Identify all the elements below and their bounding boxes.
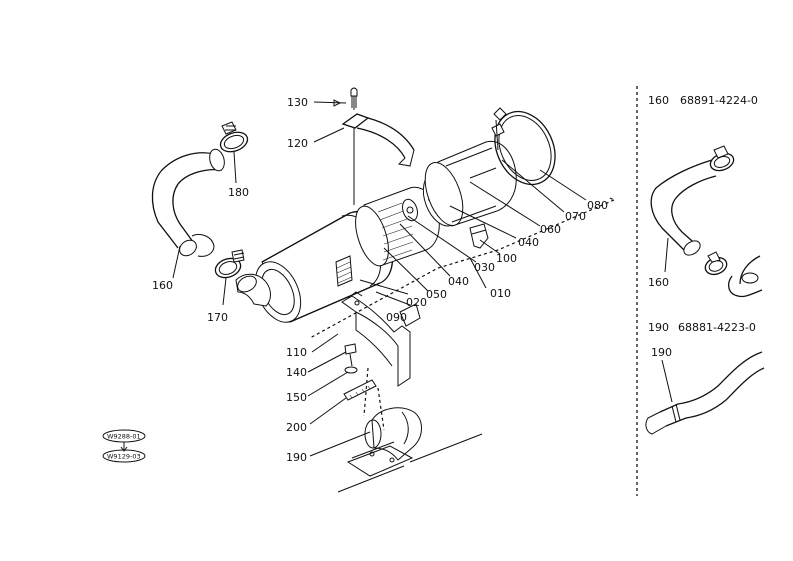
cover-070-drawing: [424, 140, 517, 227]
callout-050[interactable]: 050: [426, 288, 447, 301]
callout-110[interactable]: 110: [286, 346, 307, 359]
strap-bracket-120-drawing: [341, 113, 415, 205]
variant2-label[interactable]: 190: [651, 346, 672, 359]
mounting-bracket-090-drawing: [341, 291, 421, 387]
callout-170[interactable]: 170: [207, 311, 228, 324]
variant2-ref: 190: [648, 321, 669, 334]
callout-080[interactable]: 080: [587, 199, 608, 212]
revision-stamps: W9288-01 W9129-03: [102, 429, 146, 463]
variant1-part-number[interactable]: 68891-4224-0: [680, 94, 758, 107]
callout-200[interactable]: 200: [286, 421, 307, 434]
callout-120[interactable]: 120: [287, 137, 308, 150]
variant-panel: 160 68891-4224-0 160 190 68881-4223-0: [645, 94, 765, 435]
callout-150[interactable]: 150: [286, 391, 307, 404]
callout-060[interactable]: 060: [540, 223, 561, 236]
callout-140[interactable]: 140: [286, 366, 307, 379]
variant1-label[interactable]: 160: [648, 276, 669, 289]
variant2-part-number[interactable]: 68881-4223-0: [678, 321, 756, 334]
callout-160[interactable]: 160: [152, 279, 173, 292]
callout-100[interactable]: 100: [496, 252, 517, 265]
evacuator-valve-100-drawing: [469, 223, 489, 249]
callout-130[interactable]: 130: [287, 96, 308, 109]
callout-010[interactable]: 010: [490, 287, 511, 300]
hose-clamp-170-drawing: [214, 249, 245, 279]
stamp-w9129-03: W9129-03: [107, 453, 141, 461]
bolt-130-drawing: [350, 87, 358, 110]
callout-190[interactable]: 190: [286, 451, 307, 464]
bolt-140-washer-150-drawing: [343, 343, 377, 401]
callout-040-a[interactable]: 040: [448, 275, 469, 288]
callout-040-b[interactable]: 040: [518, 236, 539, 249]
filter-element-drawing: [355, 186, 440, 267]
assembly-dash-lines: [309, 197, 615, 431]
variant1-ref: 160: [648, 94, 669, 107]
leader-lines: [172, 99, 587, 457]
callout-labels: 130 120 180 160 170 110 140 150 200 190 …: [152, 96, 608, 464]
hose-clamp-180-drawing: [219, 121, 249, 153]
frame-plate-drawing: [337, 433, 483, 493]
callout-030[interactable]: 030: [474, 261, 495, 274]
variant2-hose-drawing: [645, 351, 765, 435]
band-clamp-080-drawing: [491, 107, 556, 186]
variant1-hose-drawing: [650, 145, 763, 298]
callout-020[interactable]: 020: [406, 296, 427, 309]
hose-160-drawing: [151, 148, 225, 257]
callout-070[interactable]: 070: [565, 210, 586, 223]
callout-180[interactable]: 180: [228, 186, 249, 199]
stamp-w9288-01: W9288-01: [107, 433, 141, 441]
air-cleaner-assembly-drawing: [151, 87, 615, 493]
callout-090[interactable]: 090: [386, 311, 407, 324]
